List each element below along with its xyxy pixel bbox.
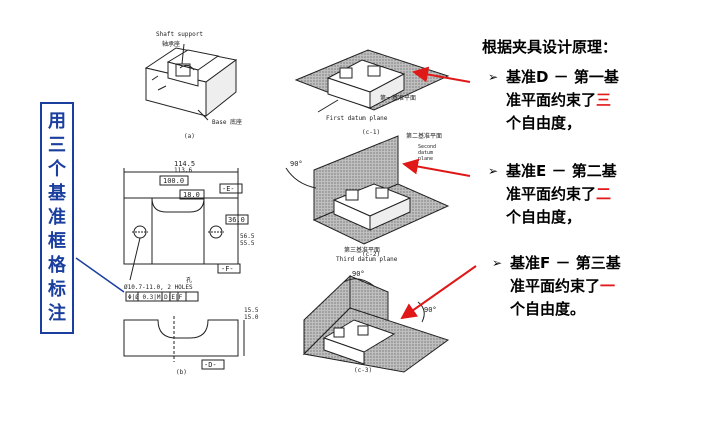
caption-c3: (c-3) xyxy=(354,367,372,374)
first-datum-cn: 第一基准平面 xyxy=(380,94,416,102)
datum-d-bullet: ➢ 基准D － 第一基 准平面约束了三 个自由度， xyxy=(488,66,706,135)
holes-note: Ø10.7-11.0, 2 HOLES xyxy=(124,284,193,291)
third-datum-en: Third datum plane xyxy=(336,256,398,263)
bullet-arrow-icon: ➢ xyxy=(492,256,503,270)
shaft-support-cn-label: 轴承座 xyxy=(162,40,180,48)
dim-15a: 15.5 xyxy=(244,307,259,314)
datum-e-box: -E- xyxy=(222,185,235,193)
label-char: 标 xyxy=(48,279,66,300)
hole-cn-label: 孔 xyxy=(186,276,192,284)
dim-113: 113.6 xyxy=(174,167,192,174)
datum-f-line1: 基准F － 第三基 xyxy=(510,254,621,272)
datum-d-line2: 准平面约束了 xyxy=(506,91,597,109)
datum-d-box: -D- xyxy=(204,361,217,369)
datum-f-bullet: ➢ 基准F － 第三基 准平面约束了一 个自由度。 xyxy=(492,252,710,321)
heading: 根据夹具设计原理： xyxy=(482,38,618,56)
bullet-arrow-icon: ➢ xyxy=(488,70,499,84)
second-datum-en2: datum xyxy=(418,150,433,156)
label-char: 用 xyxy=(48,111,66,132)
deg90-c2: 90° xyxy=(290,160,303,168)
label-char: 注 xyxy=(48,303,66,324)
datum-f-box: -F- xyxy=(221,265,234,273)
datum-f-count: 一 xyxy=(600,277,616,295)
part-b-drawing xyxy=(123,168,249,370)
caption-c2: (c-2) xyxy=(362,251,380,258)
datum-c3-drawing xyxy=(302,274,450,373)
part-a-drawing xyxy=(144,43,238,121)
deg90-c3a: 90° xyxy=(352,270,365,278)
label-char: 个 xyxy=(48,159,66,180)
datum-d-count: 三 xyxy=(596,91,612,109)
datum-f-line3: 个自由度。 xyxy=(510,300,586,318)
engineering-figure: Shaft support 轴承座 Base 底座 (a) xyxy=(118,20,462,380)
datum-e-bullet: ➢ 基准E － 第二基 准平面约束了二 个自由度， xyxy=(488,160,706,229)
datum-d-line3: 个自由度， xyxy=(506,114,582,132)
feature-control-frame: Φ|Ø 0.3|M|D|E|F xyxy=(128,294,183,301)
dim-15b: 15.0 xyxy=(244,314,259,321)
label-char: 基 xyxy=(48,183,66,204)
datum-e-line2: 准平面约束了 xyxy=(506,185,597,203)
label-char: 框 xyxy=(48,231,66,252)
bullet-arrow-icon: ➢ xyxy=(488,164,499,178)
datum-c2-drawing xyxy=(285,135,450,245)
caption-a: (a) xyxy=(184,133,195,140)
datum-e-line3: 个自由度， xyxy=(506,208,582,226)
caption-c1: (c-1) xyxy=(362,129,380,136)
figure-svg: Shaft support 轴承座 Base 底座 (a) xyxy=(123,31,450,376)
label-char: 三 xyxy=(48,135,66,156)
datum-d-line1: 基准D － 第一基 xyxy=(506,68,619,86)
datum-e-count: 二 xyxy=(596,185,612,203)
second-datum-en1: Second xyxy=(418,144,436,150)
dim-18: 18.0 xyxy=(183,191,200,199)
deg90-c3b: 90° xyxy=(424,306,437,314)
dim-56b: 55.5 xyxy=(240,240,255,247)
label-connector-line xyxy=(75,257,125,293)
vertical-label-box: 用 三 个 基 准 框 格 标 注 xyxy=(40,102,74,334)
label-char: 格 xyxy=(48,255,66,276)
datum-f-line2: 准平面约束了 xyxy=(510,277,601,295)
datum-c1-drawing xyxy=(294,49,450,113)
third-datum-cn: 第三基准平面 xyxy=(344,246,380,254)
base-label: Base 底座 xyxy=(212,118,242,126)
dim-56a: 56.5 xyxy=(240,233,255,240)
label-char: 准 xyxy=(48,207,66,228)
second-datum-en3: plane xyxy=(418,156,433,162)
dim-36: 36.0 xyxy=(228,216,245,224)
caption-b: (b) xyxy=(176,369,187,376)
dim-114: 114.5 xyxy=(174,160,195,168)
dim-100: 100.0 xyxy=(163,177,184,185)
second-datum-cn: 第二基准平面 xyxy=(406,132,442,140)
shaft-support-label: Shaft support xyxy=(156,31,203,38)
datum-e-line1: 基准E － 第二基 xyxy=(506,162,617,180)
first-datum-en: First datum plane xyxy=(326,115,388,122)
